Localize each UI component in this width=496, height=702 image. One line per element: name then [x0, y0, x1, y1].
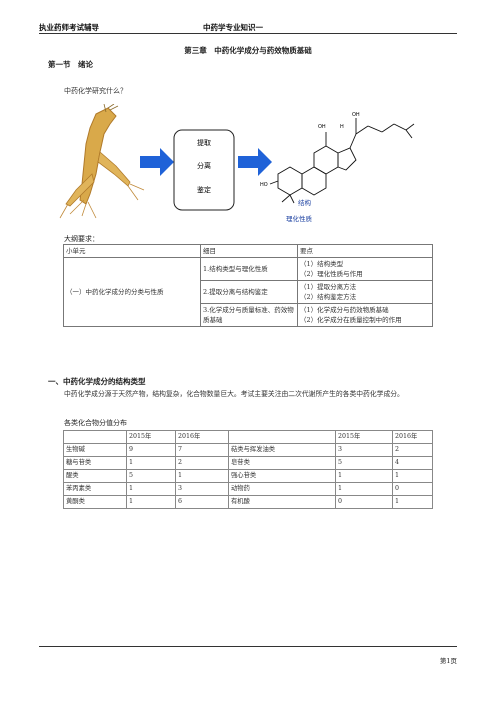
table-cell: 0 [335, 495, 393, 509]
table-header-row: 小单元 细目 要点 [63, 244, 433, 258]
point-text: （2）结构鉴定方法 [300, 293, 357, 301]
chemical-structure [269, 118, 415, 204]
table-cell: 5 [335, 456, 393, 470]
point-text: （1）提取分离方法 [300, 283, 357, 291]
point-text: （1）结构类型 [300, 260, 344, 268]
table-row: 黄酮类 1 6 有机酸 0 1 [63, 495, 433, 509]
distribution-table: 2015年 2016年 2015年 2016年 生物碱 9 7 萜类与挥发油类 … [63, 430, 433, 509]
section2-title: 一、中药化学成分的结构类型 [48, 377, 146, 386]
table-cell: 2 [175, 456, 229, 470]
header-cell: 2016年 [175, 430, 229, 444]
section2-paragraph: 中药化学成分源于天然产物，结构复杂，化合物数量巨大。考试主要关注由二次代谢所产生… [64, 390, 404, 398]
table-row: （一）中药化学成分的分类与性质 1.结构类型与理化性质 （1）结构类型 （2）理… [63, 257, 433, 327]
label-oh-top: OH [352, 112, 360, 118]
table-row: 糖与苷类 1 2 皂苷类 5 4 [63, 456, 433, 470]
header-cell: 2016年 [392, 430, 433, 444]
label-h: H [340, 124, 344, 130]
chapter-title: 第三章 中药化学成分与药效物质基础 [184, 46, 312, 55]
table-cell: 皂苷类 [228, 456, 336, 470]
table-cell: 3 [335, 443, 393, 457]
table-cell: 强心苷类 [228, 469, 336, 483]
outline-table: 小单元 细目 要点 （一）中药化学成分的分类与性质 1.结构类型与理化性质 （1… [63, 244, 433, 327]
points-cell: （1）结构类型 （2）理化性质与作用 [297, 257, 433, 281]
item-cell: 3.化学成分与质量标准、药效物质基础 [200, 303, 298, 327]
header-cell [63, 430, 127, 444]
table-cell: 萜类与挥发油类 [228, 443, 336, 457]
table-cell: 1 [126, 482, 176, 496]
footer-divider [39, 646, 457, 647]
header-cell-points: 要点 [297, 244, 433, 258]
ginseng-figure: 提取 分离 鉴定 OH OH H HO 结构 理化性质 [59, 104, 415, 223]
process-box [173, 129, 235, 211]
arrow-right-icon [140, 148, 174, 176]
header-divider [39, 33, 457, 34]
point-text: （1）化学成分与药效物质基础 [300, 306, 389, 314]
page-number: 第1页 [439, 657, 457, 665]
table-cell: 1 [335, 469, 393, 483]
header-cell: 2015年 [126, 430, 176, 444]
table-row: 苯丙素类 1 3 动物药 1 0 [63, 482, 433, 496]
table-cell: 苯丙素类 [63, 482, 127, 496]
arrow-right-icon [238, 148, 272, 176]
table-cell: 5 [126, 469, 176, 483]
table-cell: 6 [175, 495, 229, 509]
box-line-identify: 鉴定 [197, 185, 211, 194]
header-left: 执业药师考试辅导 [39, 23, 99, 32]
table-cell: 生物碱 [63, 443, 127, 457]
point-text: （2）化学成分在质量控制中的作用 [300, 316, 402, 324]
table-cell: 1 [335, 482, 393, 496]
item-cell: 1.结构类型与理化性质 [200, 257, 298, 281]
section-title: 第一节 绪论 [48, 60, 93, 69]
table-row: 生物碱 9 7 萜类与挥发油类 3 2 [63, 443, 433, 457]
table-cell: 糖与苷类 [63, 456, 127, 470]
label-oh-side: OH [318, 124, 326, 130]
intro-question: 中药化学研究什么？ [64, 87, 127, 95]
points-cell: （1）化学成分与药效物质基础 （2）化学成分在质量控制中的作用 [297, 303, 433, 327]
table-row: 醌类 5 1 强心苷类 1 1 [63, 469, 433, 483]
label-ho: HO [260, 182, 268, 188]
label-structure: 结构 [298, 198, 312, 207]
outline-label: 大纲要求： [64, 235, 99, 243]
header-center: 中药学专业知识一 [203, 23, 263, 32]
table-cell: 2 [392, 443, 433, 457]
box-line-separate: 分离 [197, 161, 211, 170]
label-property: 理化性质 [286, 214, 313, 223]
table-cell: 7 [175, 443, 229, 457]
table-cell: 醌类 [63, 469, 127, 483]
table-cell: 1 [175, 469, 229, 483]
item-cell: 2.提取分离与结构鉴定 [200, 280, 298, 304]
table-cell: 3 [175, 482, 229, 496]
table-row: 3.化学成分与质量标准、药效物质基础 （1）化学成分与药效物质基础 （2）化学成… [64, 303, 433, 327]
table-cell: 0 [392, 482, 433, 496]
header-cell-unit: 小单元 [63, 244, 201, 258]
ginseng-image [59, 104, 145, 219]
table-cell: 9 [126, 443, 176, 457]
table-cell: 动物药 [228, 482, 336, 496]
box-line-extract: 提取 [197, 138, 211, 147]
table-cell: 有机酸 [228, 495, 336, 509]
table-cell: 黄酮类 [63, 495, 127, 509]
header-cell-item: 细目 [200, 244, 298, 258]
header-cell: 2015年 [335, 430, 393, 444]
points-cell: （1）提取分离方法 （2）结构鉴定方法 [297, 280, 433, 304]
point-text: （2）理化性质与作用 [300, 270, 363, 278]
table-header-row: 2015年 2016年 2015年 2016年 [63, 430, 433, 444]
table-cell: 1 [126, 495, 176, 509]
distribution-label: 各类化合物分值分布 [64, 419, 127, 427]
header-cell [228, 430, 336, 444]
unit-cell: （一）中药化学成分的分类与性质 [63, 257, 201, 327]
table-cell: 1 [392, 495, 433, 509]
table-cell: 4 [392, 456, 433, 470]
table-cell: 1 [392, 469, 433, 483]
table-cell: 1 [126, 456, 176, 470]
